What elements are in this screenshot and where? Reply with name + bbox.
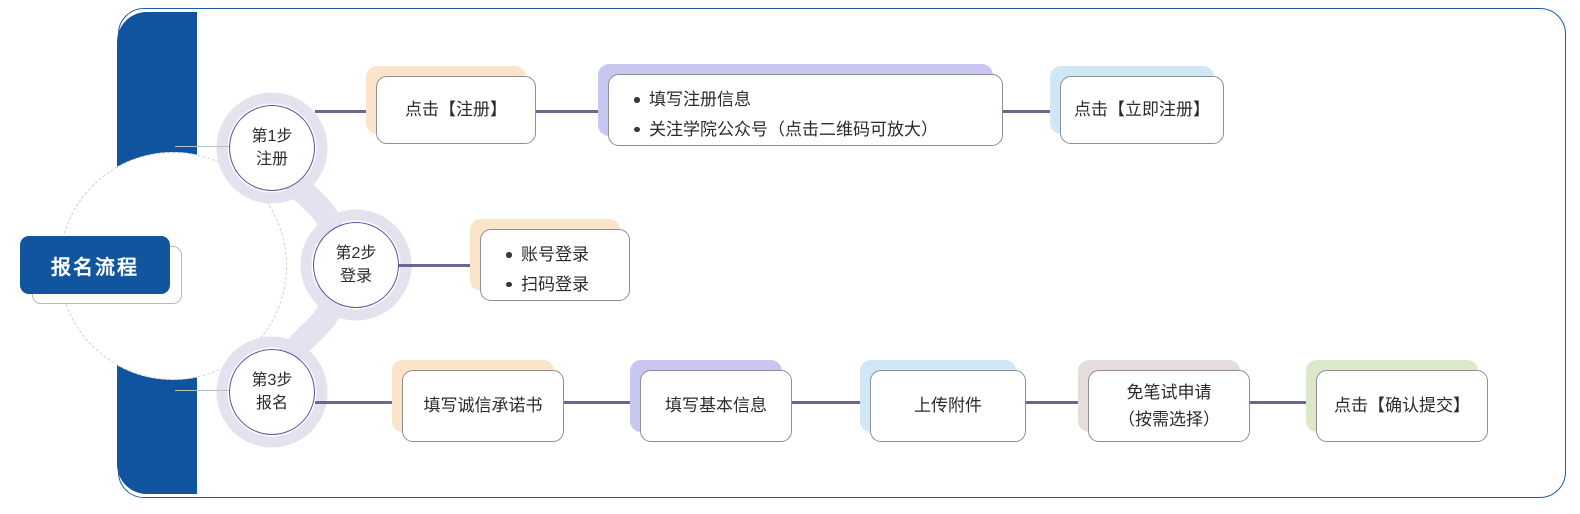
node-register-details[interactable]: 填写注册信息 关注学院公众号（点击二维码可放大）	[598, 64, 1003, 146]
exam-waiver-line-1: 免笔试申请	[1126, 382, 1212, 402]
node-click-confirm-submit-label: 点击【确认提交】	[1316, 370, 1488, 442]
node-click-register-label: 点击【注册】	[376, 76, 536, 144]
conn-box1-to-box2	[536, 110, 608, 113]
step-2-number: 第2步	[335, 244, 377, 262]
conn-row3-box3-to-box4	[1026, 401, 1088, 404]
step-1-number: 第1步	[251, 127, 293, 145]
conn-box2-to-box3	[1000, 110, 1060, 113]
node-fill-basic-info[interactable]: 填写基本信息	[630, 360, 792, 442]
node-click-register-now[interactable]: 点击【立即注册】	[1050, 66, 1224, 144]
title-badge[interactable]: 报名流程	[20, 236, 170, 294]
step-circle-2[interactable]: 第2步 登录	[313, 222, 399, 308]
conn-row3-box4-to-box5	[1250, 401, 1312, 404]
list-item: 账号登录	[506, 240, 613, 270]
node-fill-integrity-pledge-label: 填写诚信承诺书	[402, 370, 564, 442]
step-circle-1[interactable]: 第1步 注册	[229, 105, 315, 191]
conn-row3-box1-to-box2	[552, 401, 630, 404]
node-upload-attachment[interactable]: 上传附件	[860, 360, 1026, 442]
node-fill-basic-info-label: 填写基本信息	[640, 370, 792, 442]
node-fill-integrity-pledge[interactable]: 填写诚信承诺书	[392, 360, 564, 442]
step-1-name: 注册	[255, 151, 288, 168]
step-3-name: 报名	[255, 395, 288, 412]
step-3-number: 第3步	[251, 371, 293, 389]
hub-link-step3	[175, 390, 235, 392]
list-item: 关注学院公众号（点击二维码可放大）	[634, 115, 986, 145]
list-item: 填写注册信息	[634, 85, 986, 115]
node-exam-waiver-application[interactable]: 免笔试申请 （按需选择）	[1078, 360, 1250, 442]
conn-step3-to-box1	[315, 401, 393, 404]
node-click-register[interactable]: 点击【注册】	[366, 66, 536, 144]
login-methods-list: 账号登录 扫码登录	[499, 240, 613, 299]
node-login-methods[interactable]: 账号登录 扫码登录	[470, 219, 630, 301]
register-details-list: 填写注册信息 关注学院公众号（点击二维码可放大）	[627, 85, 986, 144]
node-upload-attachment-label: 上传附件	[870, 370, 1026, 442]
node-click-register-now-label: 点击【立即注册】	[1060, 76, 1224, 144]
list-item: 扫码登录	[506, 270, 613, 300]
hub-link-step1	[175, 146, 235, 148]
step-2-name: 登录	[339, 268, 372, 285]
step-circle-3[interactable]: 第3步 报名	[229, 349, 315, 435]
node-click-confirm-submit[interactable]: 点击【确认提交】	[1306, 360, 1488, 442]
conn-step1-to-box1	[315, 110, 377, 113]
exam-waiver-line-2: （按需选择）	[1118, 410, 1220, 429]
conn-row3-box2-to-box3	[790, 401, 862, 404]
conn-step2-to-login-methods	[399, 264, 473, 267]
